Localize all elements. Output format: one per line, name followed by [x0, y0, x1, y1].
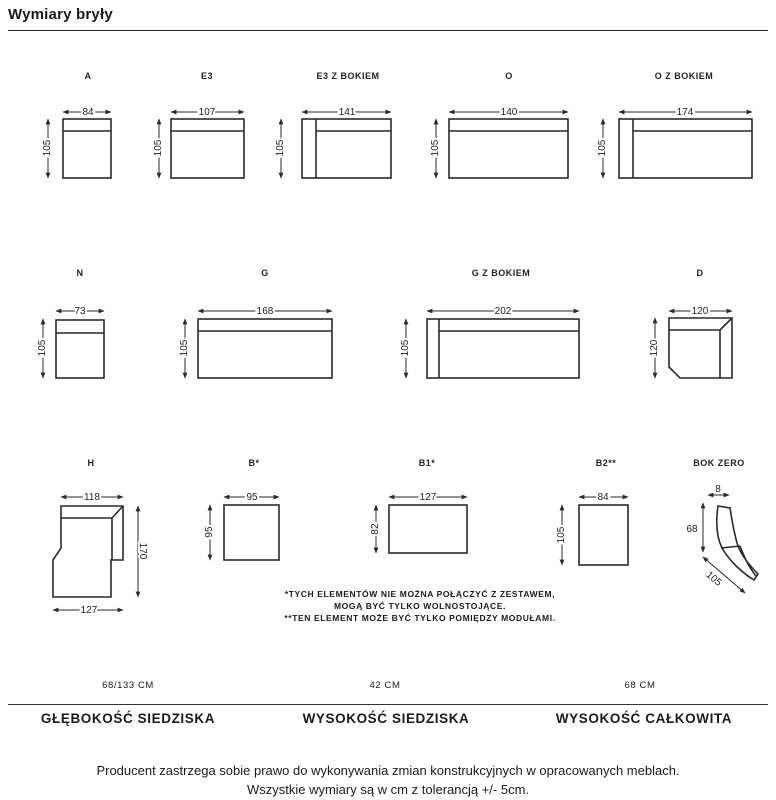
seat-depth-label: GŁĘBOKOŚĆ SIEDZISKA	[40, 711, 216, 726]
module-o-z-bokiem: O Z BOKIEM 174 105	[595, 71, 753, 179]
module-label: N	[77, 268, 84, 278]
module-label: B2**	[596, 458, 617, 468]
module-o: O 140 105	[428, 71, 569, 179]
note-line: **TEN ELEMENT MOŻE BYĆ TYLKO POMIĘDZY MO…	[284, 613, 556, 623]
module-label: G	[261, 268, 269, 278]
height-value: 105	[179, 339, 190, 356]
page-title: Wymiary bryły	[8, 6, 113, 23]
disclaimer: Producent zastrzega sobie prawo do wykon…	[0, 761, 776, 799]
module-g: G 168 105	[177, 268, 333, 379]
module-g-z-bokiem: G Z BOKIEM 202 105	[398, 268, 580, 379]
measurements-divider	[8, 704, 768, 705]
module-outline	[448, 118, 569, 179]
module-outline	[618, 118, 753, 179]
module-label: BOK ZERO	[693, 458, 745, 468]
module-outline	[388, 504, 468, 554]
width-value: 73	[74, 306, 86, 317]
module-notes: *TYCH ELEMENTÓW NIE MOŻNA POŁĄCZYĆ Z ZES…	[200, 588, 640, 624]
module-b: B* 95 95	[202, 458, 280, 561]
disclaimer-line: Wszystkie wymiary są w cm z tolerancją +…	[246, 782, 530, 797]
module-b1: B1* 127 82	[368, 458, 468, 554]
seam-lines	[720, 545, 757, 577]
module-label: G Z BOKIEM	[472, 268, 531, 278]
width-value: 107	[199, 107, 216, 118]
width-value: 141	[339, 107, 356, 118]
height-value: 105	[42, 139, 53, 156]
module-label: H	[88, 458, 95, 468]
width-value: 84	[82, 107, 94, 118]
module-label: B1*	[419, 458, 436, 468]
width-value: 168	[257, 306, 274, 317]
module-outline	[578, 504, 629, 566]
height-value: 170	[137, 543, 148, 560]
module-outline	[426, 318, 580, 379]
header-divider	[8, 30, 768, 31]
page-header: Wymiary bryły	[0, 0, 776, 32]
module-label: E3 Z BOKIEM	[316, 71, 379, 81]
width-value: 84	[597, 492, 609, 503]
module-outline	[55, 319, 105, 379]
height-value: 105	[556, 526, 567, 543]
width-top-value: 118	[84, 492, 100, 503]
width-value: 120	[692, 306, 709, 317]
height-value: 68	[686, 524, 698, 535]
module-e3-z-bokiem: E3 Z BOKIEM 141 105	[273, 71, 392, 179]
disclaimer-line: Producent zastrzega sobie prawo do wykon…	[96, 763, 680, 778]
seat-height-label: WYSOKOŚĆ SIEDZISKA	[302, 711, 470, 726]
height-value: 105	[400, 339, 411, 356]
module-label: O Z BOKIEM	[655, 71, 714, 81]
height-value: 82	[370, 523, 381, 535]
module-label: D	[697, 268, 704, 278]
corner-backrest	[669, 317, 733, 378]
module-outline	[52, 505, 124, 598]
height-value: 105	[597, 139, 608, 156]
module-outline	[62, 118, 112, 179]
module-label: B*	[248, 458, 259, 468]
width-value: 174	[677, 107, 694, 118]
seat-depth-value: 68/133 CM	[102, 680, 154, 691]
seat-height-value: 42 CM	[369, 680, 401, 691]
height-value: 105	[430, 139, 441, 156]
width-bottom-value: 127	[81, 605, 98, 616]
module-label: A	[85, 71, 92, 81]
module-label: E3	[201, 71, 213, 81]
height-value: 120	[649, 339, 660, 356]
module-outline	[197, 318, 333, 379]
height-value: 95	[204, 526, 215, 538]
width-value: 95	[246, 492, 258, 503]
module-b2: B2** 84 105	[554, 458, 629, 566]
module-a: A 84 105	[40, 71, 112, 179]
total-height-value: 68 CM	[624, 680, 656, 691]
module-outline	[716, 505, 760, 582]
module-h: H 118 170 127	[52, 458, 150, 618]
length-arrow	[702, 556, 746, 594]
module-d: D 120 120	[647, 268, 733, 379]
module-outline	[223, 504, 280, 561]
width-value: 127	[420, 492, 437, 503]
module-n: N 73 105	[35, 268, 105, 379]
width-value: 202	[495, 306, 512, 317]
module-label: O	[505, 71, 513, 81]
module-outline	[170, 118, 245, 179]
note-line: *TYCH ELEMENTÓW NIE MOŻNA POŁĄCZYĆ Z ZES…	[284, 589, 556, 599]
width-value: 8	[715, 484, 721, 495]
module-outline	[668, 317, 733, 379]
width-value: 140	[501, 107, 518, 118]
height-value: 105	[37, 339, 48, 356]
module-outline	[301, 118, 392, 179]
total-height-label: WYSOKOŚĆ CAŁKOWITA	[555, 711, 733, 726]
height-value: 105	[153, 139, 164, 156]
module-e3: E3 107 105	[151, 71, 245, 179]
module-bok-zero: BOK ZERO 8 68 105	[686, 458, 760, 594]
note-line: MOGĄ BYĆ TYLKO WOLNOSTOJĄCE.	[333, 601, 506, 611]
backrest-lines	[61, 505, 124, 560]
height-value: 105	[275, 139, 286, 156]
